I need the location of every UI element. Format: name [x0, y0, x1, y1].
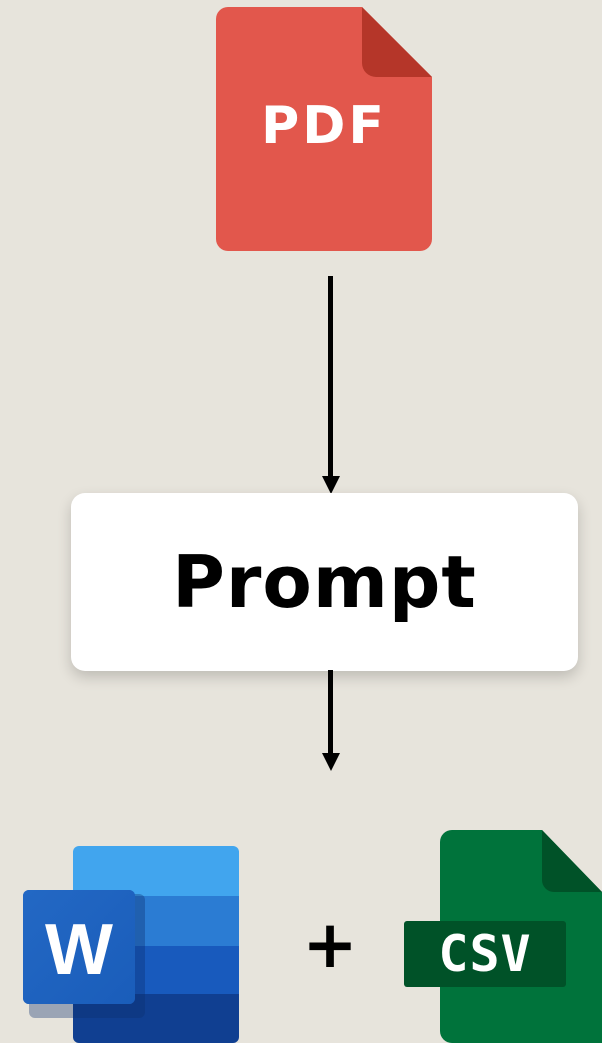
arrow-prompt-to-outputs — [328, 670, 333, 758]
csv-file-icon — [404, 830, 602, 1043]
word-letter: W — [45, 910, 113, 990]
word-document-icon — [23, 846, 239, 1043]
csv-label: CSV — [438, 925, 532, 983]
arrow-head-icon — [322, 476, 340, 494]
prompt-box: Prompt — [71, 493, 578, 671]
pdf-label: PDF — [261, 96, 387, 156]
prompt-label: Prompt — [172, 540, 477, 624]
plus-sign: + — [302, 906, 358, 983]
arrow-head-icon — [322, 753, 340, 771]
arrow-pdf-to-prompt — [328, 276, 333, 480]
pdf-file-icon — [216, 7, 432, 251]
